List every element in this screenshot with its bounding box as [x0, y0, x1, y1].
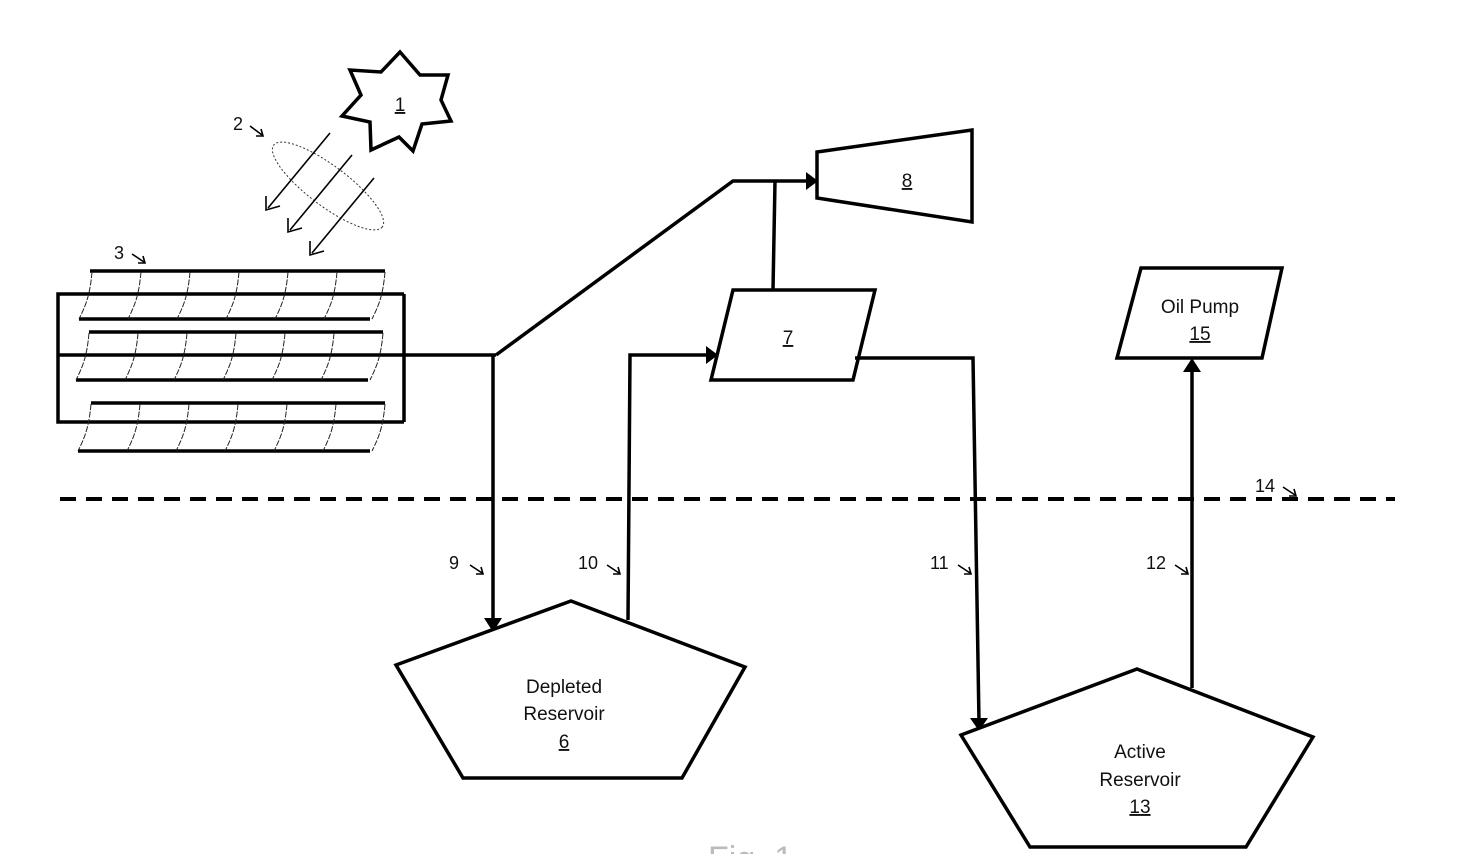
well-10-ref: 10 — [578, 553, 598, 573]
depleted-reservoir-component: Depleted Reservoir 6 — [393, 599, 748, 780]
well-9-ref: 9 — [449, 553, 459, 573]
well-labels: 9 10 11 12 — [449, 553, 1190, 575]
well-10-line — [626, 353, 708, 621]
radiation-ref: 2 — [233, 114, 243, 134]
depleted-reservoir-label-2: Reservoir — [523, 704, 605, 725]
sun-component: 1 — [338, 49, 454, 155]
oil-pump-ref: 15 — [1189, 324, 1210, 345]
figure-caption: Fig. 1 — [708, 840, 793, 854]
collector-header-pipe — [56, 292, 404, 424]
heat-exchanger-ref: 7 — [783, 328, 794, 349]
well-11-line — [855, 356, 981, 723]
active-reservoir-label-1: Active — [1114, 742, 1166, 763]
radiation-ellipse — [271, 141, 385, 231]
depleted-reservoir-ref: 6 — [559, 732, 570, 753]
exchanger-to-turbine-line — [771, 180, 777, 291]
turbine-component: 8 — [815, 127, 974, 225]
heat-exchanger-component: 7 — [708, 288, 878, 382]
sun-star-icon — [338, 49, 454, 155]
ground-surface-ref: 14 — [1255, 476, 1275, 496]
active-reservoir-label-2: Reservoir — [1099, 770, 1181, 791]
well-11-ref: 11 — [930, 553, 949, 573]
well-12-ref: 12 — [1146, 553, 1166, 573]
depleted-reservoir-label-1: Depleted — [526, 677, 602, 698]
radiation-arrows — [265, 132, 375, 257]
radiation-component: 2 — [233, 114, 385, 257]
active-reservoir-component: Active Reservoir 13 — [958, 667, 1316, 849]
oil-pump-label: Oil Pump — [1161, 297, 1239, 318]
active-reservoir-ref: 13 — [1129, 797, 1150, 818]
oil-pump-component: Oil Pump 15 — [1114, 266, 1285, 360]
collector-field: 3 — [56, 243, 496, 453]
turbine-ref: 8 — [902, 171, 913, 192]
steam-line-to-turbine — [494, 179, 808, 357]
sun-ref: 1 — [395, 95, 406, 116]
collector-ref: 3 — [114, 243, 124, 263]
